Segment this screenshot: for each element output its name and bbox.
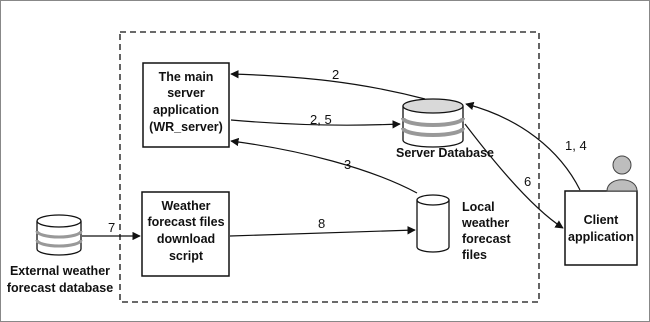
local-files-icon xyxy=(416,194,450,253)
server-database-label: Server Database xyxy=(396,146,494,160)
main-server-line-2: server xyxy=(167,86,205,100)
client-line-2: application xyxy=(568,230,634,244)
client-node: Client application xyxy=(564,190,638,266)
server-database-icon xyxy=(401,98,465,148)
download-script-line-3: download xyxy=(157,232,215,246)
main-server-line-3: application xyxy=(153,103,219,117)
client-line-1: Client xyxy=(584,213,620,227)
edge-label-1-4: 1, 4 xyxy=(565,138,587,153)
user-icon xyxy=(606,155,638,192)
main-server-node: The main server application (WR_server) xyxy=(142,62,230,148)
edge-label-2-5: 2, 5 xyxy=(310,112,332,127)
edge-label-7: 7 xyxy=(108,220,115,235)
edge-8 xyxy=(229,226,416,237)
edge-6 xyxy=(464,123,564,229)
main-server-line-1: The main xyxy=(159,70,214,84)
edge-label-3: 3 xyxy=(344,157,351,172)
local-files-line-2: weather xyxy=(461,216,509,230)
local-files-line-3: forecast xyxy=(462,232,511,246)
local-files-line-4: files xyxy=(462,248,487,262)
external-db-line-1: External weather xyxy=(10,264,110,278)
download-script-line-2: forecast files xyxy=(147,215,224,229)
edge-3 xyxy=(230,137,418,194)
download-script-line-4: script xyxy=(169,249,204,263)
edge-label-6: 6 xyxy=(524,174,531,189)
edge-1-4 xyxy=(465,101,581,191)
download-script-line-1: Weather xyxy=(161,199,210,213)
external-database-icon xyxy=(35,214,83,256)
system-boundary xyxy=(119,31,540,303)
external-db-line-2: forecast database xyxy=(7,281,113,295)
download-script-node: Weather forecast files download script xyxy=(141,191,230,277)
main-server-line-4: (WR_server) xyxy=(149,120,223,134)
edge-label-2: 2 xyxy=(332,67,339,82)
edge-2-5 xyxy=(230,119,401,129)
edge-2-top xyxy=(230,70,426,100)
local-files-line-1: Local xyxy=(462,200,495,214)
edge-label-8: 8 xyxy=(318,216,325,231)
